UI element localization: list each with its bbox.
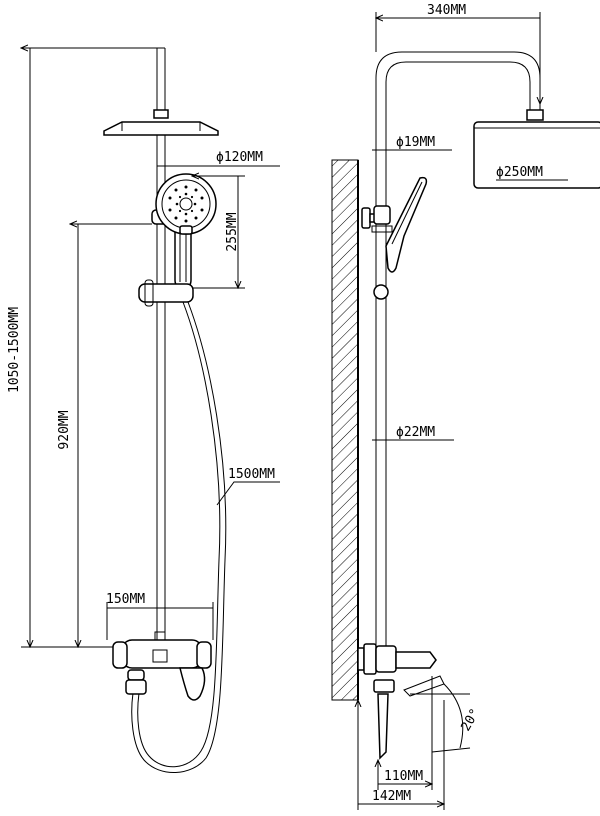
side-mixer	[357, 643, 445, 760]
dim-arm-reach: 340MM	[427, 3, 466, 18]
wall-section	[331, 159, 359, 701]
dim-arm-diameter: ϕ19MM	[396, 135, 435, 150]
dim-bar-height: 920MM	[57, 410, 72, 449]
side-hand-shower	[385, 176, 428, 273]
side-slide-bar	[375, 210, 387, 650]
dim-pipe-diameter: ϕ22MM	[396, 425, 435, 440]
front-riser-connector	[153, 109, 169, 119]
dim-mixer-projection: 142MM	[372, 789, 411, 804]
front-hose	[131, 301, 227, 773]
front-riser-pipe	[156, 47, 166, 112]
front-view: 1050-1500MM 920MM ϕ120MM 255MM 1500MM 15…	[7, 48, 280, 773]
dim-handset-height: 255MM	[225, 212, 240, 251]
dim-hose-length: 1500MM	[228, 467, 275, 482]
front-mixer	[112, 631, 212, 701]
dim-handset-diameter: ϕ120MM	[216, 150, 263, 165]
side-view: 340MM ϕ19MM ϕ250MM ϕ22MM 20° 110MM 142MM	[331, 3, 600, 810]
dim-head-diameter: ϕ250MM	[496, 165, 543, 180]
dim-total-height: 1050-1500MM	[7, 307, 22, 393]
dim-angle: 20°	[458, 706, 483, 734]
side-overhead-head	[473, 121, 600, 189]
front-slide-clamp	[138, 283, 194, 303]
dim-mixer-width: 150MM	[106, 592, 145, 607]
dim-spout-projection: 110MM	[384, 769, 423, 784]
front-overhead-head	[103, 121, 219, 136]
